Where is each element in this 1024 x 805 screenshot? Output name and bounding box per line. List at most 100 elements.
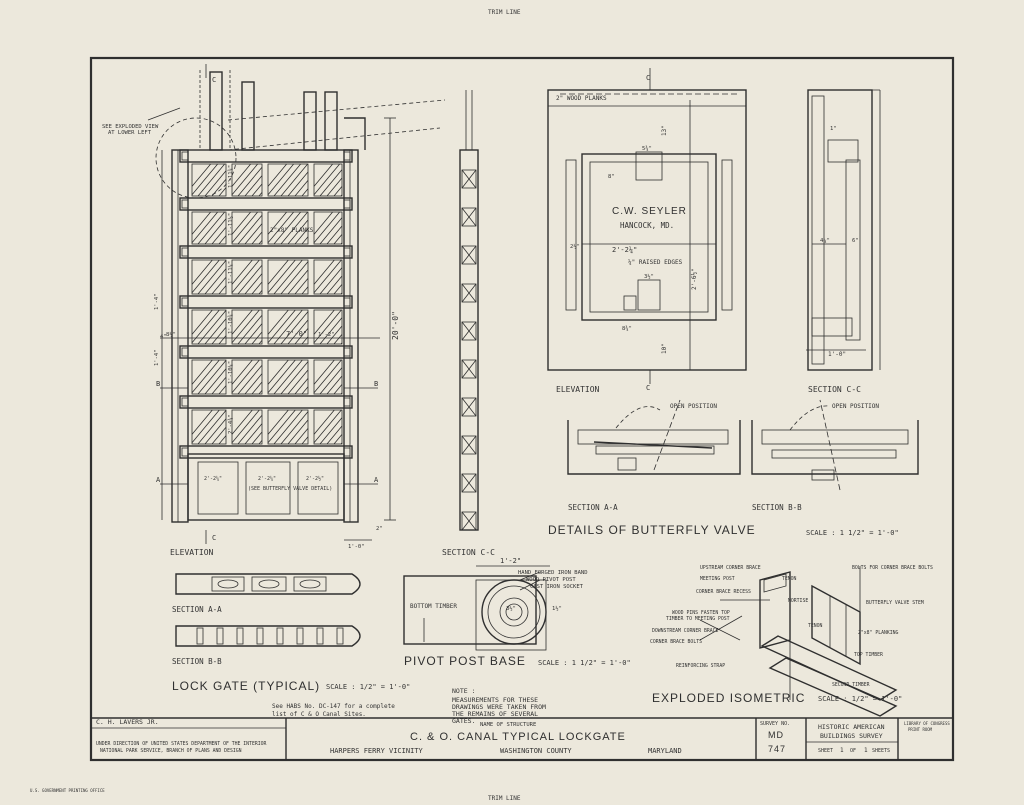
note-label: NOTE : [452,687,475,695]
isometric-label: SECOND TIMBER [832,682,870,688]
inner-dim-label: 1'-11¾" [228,165,234,188]
gate-width-dim: 7'-0" [286,330,307,338]
isometric-label: BUTTERFLY VALVE STEM [866,600,924,606]
gate-plank-panel [231,259,263,295]
dim-left-2: 1'-4" [154,349,160,366]
gate-rail [179,395,353,409]
gate-section-bb [175,625,361,647]
pivot-dim-top: 1'-2" [500,557,521,565]
pivot-post: WOOD PIVOT POST [526,577,576,583]
valve-dim-c: 2½" [570,243,580,250]
isometric-label: TENON [808,623,823,629]
valve-dim-e: 8¾" [622,326,632,332]
valve-section-bb [751,399,919,491]
pivot-scale: SCALE : 1 1/2" = 1'-0" [538,659,631,667]
valve-cc-dim-3: 1" [830,126,837,132]
agency-line-2: NATIONAL PARK SERVICE, BRANCH OF PLANS A… [100,748,242,754]
a-mark-left: A [156,476,161,484]
isometric-label: REINFORCING STRAP [676,663,725,669]
note-line-1: MEASUREMENTS FOR THESE [452,696,538,704]
gate-rail [179,445,353,459]
pivot-d2: 1½" [552,605,562,612]
inner-dim-label: 1'-10¾" [228,311,234,334]
sheet-label: SHEET [818,748,833,754]
c-mark-bottom: C [212,534,216,542]
isometric-label: MEETING POST [700,576,735,582]
nameplate-town: HANCOCK, MD. [620,221,674,230]
gate-rail [179,149,353,163]
note-line-3: THE REMAINS OF SEVERAL [452,710,538,718]
inner-dim-label: 1'-10¼" [228,361,234,384]
isometric-label: CORNER BRACE RECESS [696,589,751,595]
valve-ft-dim: 1'-0" [828,351,846,358]
delineator: C. H. LAVERS JR. [96,718,159,726]
section-cc-gate [459,90,479,531]
valve-cc-dim-1: 4¼" [820,238,830,244]
gate-plank-panel [231,163,263,197]
gate-rail [179,345,353,359]
gate-plank-panel [191,359,227,395]
isometric-label: TOP TIMBER [854,652,883,658]
exploded-isometric [699,566,898,717]
raised-edges-label: ¼" RAISED EDGES [628,259,683,266]
isometric-label: CORNER BRACE BOLTS [650,639,702,645]
gate-section-aa-label: SECTION A-A [172,605,222,614]
exploded-note-2: AT LOWER LEFT [108,130,152,136]
structure-name-label: NAME OF STRUCTURE [480,722,536,728]
gate-plank-panel [191,211,227,245]
gate-plank-panel [231,211,263,245]
isometric-label: BOLTS FOR CORNER BRACE BOLTS [852,565,933,571]
valve-see-note: (SEE BUTTERFLY VALVE DETAIL) [248,486,332,492]
location-state: MARYLAND [648,747,682,755]
isometric-label: DOWNSTREAM CORNER BRACE [652,628,719,634]
valve-dim-10: 10" [661,343,668,354]
gate-plank-panel [191,309,227,345]
sheet-border [89,56,955,762]
valve-cc-dim-2: 6" [852,238,859,244]
valve-c-mark-top: C [646,74,650,82]
dim-left-1: 1'-4" [154,293,160,310]
dim-bottom-2: 2'-2¼" [258,476,276,482]
pivot-band: HAND FORGED IRON BAND [518,570,588,576]
gate-elevation-label: ELEVATION [170,548,214,557]
valve-c-mark-bottom: C [646,384,650,392]
lock-gate-scale: SCALE : 1/2" = 1'-0" [326,683,410,691]
c-mark-top: C [212,76,216,84]
b-mark-right: B [374,380,378,388]
inner-dim-label: 2'-4¾" [228,414,234,434]
a-mark-right: A [374,476,379,484]
gate-plank-panel [313,163,343,197]
gate-plank-panel [231,359,263,395]
pivot-socket: CAST IRON SOCKET [530,584,584,590]
note-line-2: DRAWINGS WERE TAKEN FROM [452,703,546,711]
exploded-note: SEE EXPLODED VIEW [102,124,159,130]
pivot-post-base [403,565,550,651]
isometric-label: UPSTREAM CORNER BRACE [700,565,761,571]
valve-section-cc [806,89,881,371]
habs-note-1: See HABS No. DC-147 for a complete [272,703,395,710]
valve-dim-b: 8" [608,174,615,180]
gate-section-aa [175,573,361,595]
valve-dim-13: 13" [661,125,668,136]
survey-no-label: SURVEY NO. [760,721,790,727]
library-line-1: LIBRARY OF CONGRESS [904,721,950,726]
isometric-label: 2"x8" PLANKING [858,630,899,636]
library-line-2: PRINT ROOM [908,727,933,732]
trim-line-bottom: TRIM LINE [488,795,521,802]
gate-plank-panel [231,409,263,445]
agency-line-1: UNDER DIRECTION OF UNITED STATES DEPARTM… [96,741,267,747]
wood-planks-label: 2" WOOD PLANKS [556,95,607,102]
valve-elevation [547,68,747,384]
dim-row-3: 1'-2" [318,332,335,338]
lock-gate-elevation [147,64,446,544]
valve-width-dim: 2'-2¼" [612,246,637,254]
isometric-label: TENON [782,576,797,582]
valve-section-aa-label: SECTION A-A [568,503,618,512]
valve-dim-d: 3½" [644,273,654,280]
title-block [91,717,953,760]
isometric-label: WOOD PINS FASTEN TOP [672,610,730,616]
inner-dim-label: 1'-11½" [227,213,234,236]
pivot-title: PIVOT POST BASE [404,654,526,668]
dim-bottom-3: 2'-2½" [306,475,324,482]
